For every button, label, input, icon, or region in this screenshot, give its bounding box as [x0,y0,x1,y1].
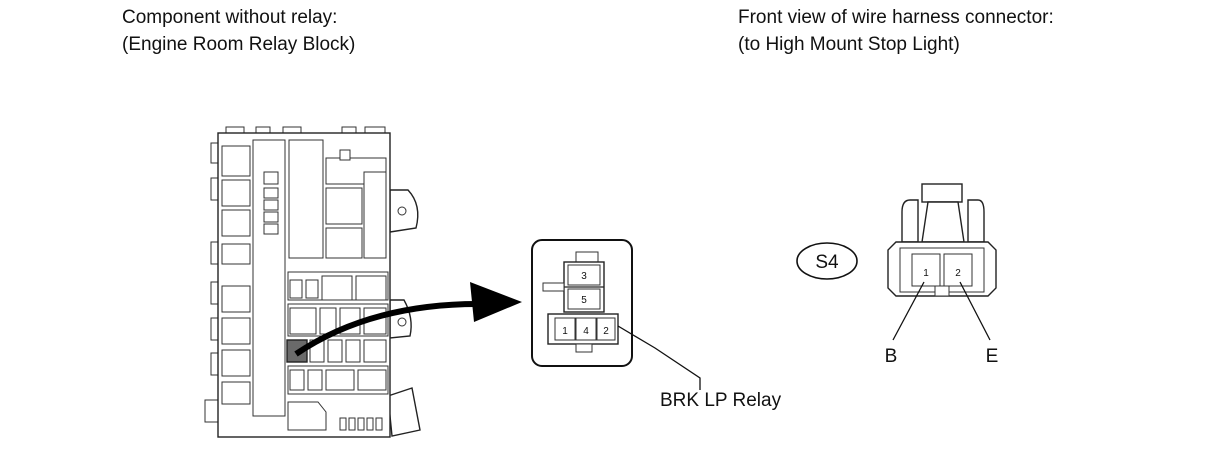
connector-code: S4 [815,252,839,273]
terminal-label-e: E [986,346,999,367]
connector-pin-2: 2 [955,268,961,279]
relay-pin-4: 4 [583,326,589,337]
brk-lp-relay-connector: 3 5 1 4 2 [531,239,701,390]
engine-room-relay-block [204,126,421,438]
brk-lp-relay-label: BRK LP Relay [660,390,782,411]
connector-code-bubble: S4 [796,242,858,280]
wire-harness-connector: 1 2 [887,183,997,341]
left-caption: Component without relay: (Engine Room Re… [122,4,355,58]
left-caption-line2: (Engine Room Relay Block) [122,34,356,55]
right-caption-line1: Front view of wire harness connector: [738,7,1054,28]
connector-pin-1: 1 [923,268,929,279]
right-caption-line2: (to High Mount Stop Light) [738,34,960,55]
relay-pin-3: 3 [581,271,587,282]
arrow [294,282,522,357]
left-caption-line1: Component without relay: [122,7,338,28]
relay-pin-1: 1 [562,326,568,337]
relay-pin-5: 5 [581,295,587,306]
relay-pin-2: 2 [603,326,609,337]
terminal-label-b: B [885,346,898,367]
right-caption: Front view of wire harness connector: (t… [738,4,1054,58]
